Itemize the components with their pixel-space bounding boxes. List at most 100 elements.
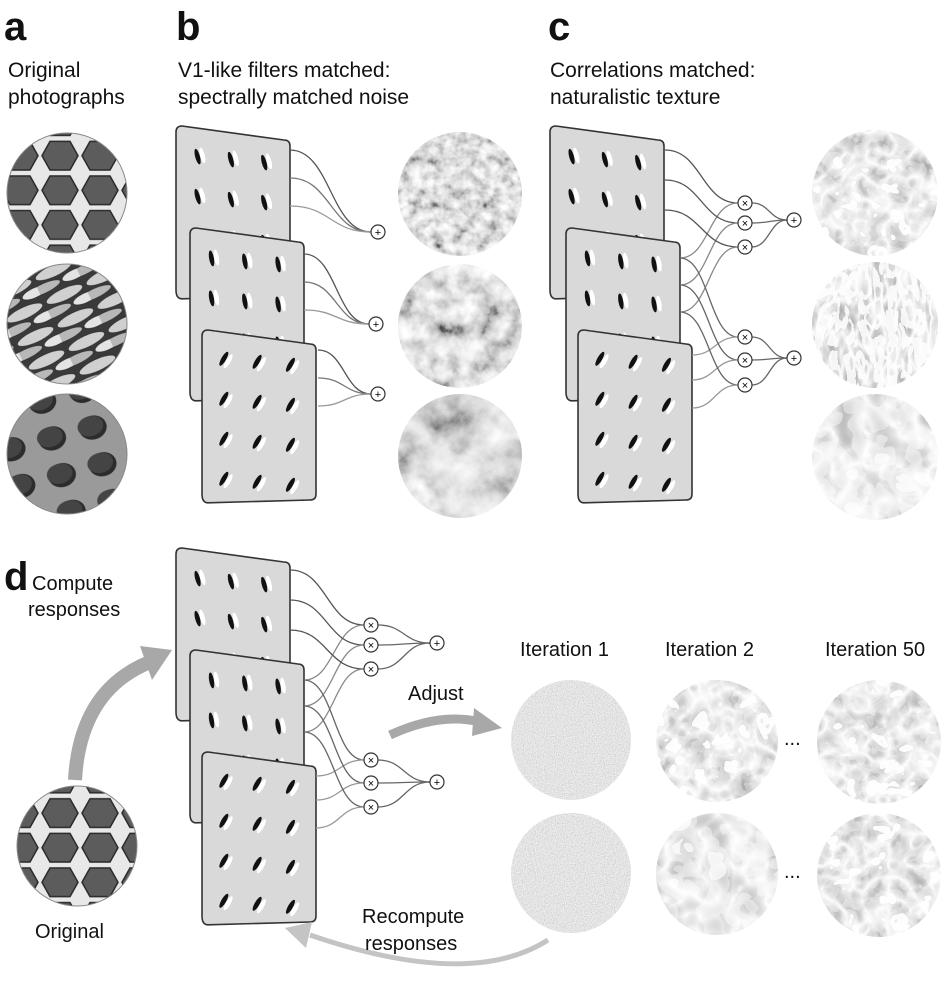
gabor-light-lobe (290, 360, 300, 375)
noise-coarse-image (398, 394, 522, 518)
gabor-filter (595, 351, 609, 369)
gabor-light-lobe (256, 819, 266, 834)
iteration-2-top-image (656, 680, 778, 802)
photo-holes (6, 393, 128, 515)
product-symbol: × (368, 640, 374, 652)
photo-seeds (6, 263, 128, 385)
gabor-filter (227, 190, 239, 208)
sum-symbol: + (791, 353, 797, 365)
adjust-arrowhead-icon (472, 708, 502, 736)
gabor-filter (661, 437, 676, 455)
gabor-filter (285, 357, 300, 375)
panel-b-noise-images (398, 132, 522, 518)
recompute-label-line2: responses (365, 933, 457, 955)
gabor-dark-lobe (219, 813, 229, 828)
gabor-filter (275, 255, 286, 273)
gabor-filter (275, 295, 286, 313)
gabor-dark-lobe (219, 391, 229, 406)
gabor-light-lobe (247, 714, 253, 731)
gabor-dark-lobe (219, 431, 229, 446)
gabor-light-lobe (232, 612, 239, 629)
connection-wire (679, 222, 739, 286)
gabor-light-lobe (280, 255, 286, 272)
gabor-filter (595, 391, 609, 409)
product-symbol: × (742, 355, 748, 367)
product-symbol: × (368, 778, 374, 790)
gabor-dark-lobe (227, 191, 234, 208)
gabor-filter (285, 437, 300, 455)
product-circle (363, 617, 379, 633)
product-node-d-bottom-1: × (363, 752, 379, 768)
gabor-dark-lobe (628, 434, 638, 449)
gabor-filter (219, 351, 233, 369)
gabor-light-lobe (256, 397, 266, 412)
connection-wire (664, 209, 739, 248)
gabor-filter (194, 187, 206, 205)
gabor-light-lobe (223, 856, 233, 871)
gabor-light-lobe (573, 147, 580, 164)
gabor-dark-lobe (285, 477, 295, 492)
texture-honeycomb-image (812, 130, 938, 256)
product-circle (363, 775, 379, 791)
gabor-light-lobe (632, 357, 642, 372)
gabor-dark-lobe (628, 394, 638, 409)
connection-wire (679, 257, 739, 338)
gabor-light-lobe (232, 190, 239, 207)
sum-circle (429, 635, 445, 651)
product-node-d-top-2: × (363, 637, 379, 653)
gabor-filter (252, 776, 266, 794)
connection-wire (289, 629, 365, 670)
product-node-d-bottom-3: × (363, 799, 379, 815)
gabor-light-lobe (232, 150, 239, 167)
product-node-c-bottom-3: × (737, 377, 753, 393)
gabor-light-lobe (666, 400, 676, 415)
sum-symbol: + (373, 319, 379, 331)
gabor-light-lobe (280, 677, 286, 694)
panel-b-wires: +++ (289, 149, 386, 407)
gabor-dark-lobe (618, 293, 624, 310)
iteration-2-bottom-image (656, 813, 778, 935)
gabor-filter (285, 859, 300, 877)
compute-label-line1: Compute (32, 573, 113, 595)
gabor-light-lobe (213, 289, 220, 306)
filter-card-b-3 (201, 329, 317, 504)
gabor-dark-lobe (595, 471, 605, 486)
gabor-dark-lobe (275, 256, 281, 273)
gabor-light-lobe (599, 474, 609, 489)
gabor-light-lobe (199, 187, 206, 204)
compute-arrow (68, 655, 153, 781)
gabor-dark-lobe (285, 357, 295, 372)
gabor-filter (584, 289, 596, 307)
gabor-dark-lobe (261, 616, 268, 633)
gabor-light-lobe (666, 360, 676, 375)
panel-letter-b: b (176, 5, 200, 49)
gabor-dark-lobe (261, 154, 268, 171)
gabor-dark-lobe (285, 779, 295, 794)
gabor-dark-lobe (285, 437, 295, 452)
gabor-filter (584, 249, 596, 267)
connection-wire (303, 731, 365, 808)
gabor-dark-lobe (661, 477, 671, 492)
connection-wire (303, 705, 365, 784)
gabor-light-lobe (256, 899, 266, 914)
gabor-filter (219, 773, 233, 791)
filter-card-body (577, 329, 693, 504)
gabor-light-lobe (606, 190, 613, 207)
gabor-light-lobe (247, 252, 253, 269)
original-photo (16, 785, 138, 907)
gabor-light-lobe (256, 779, 266, 794)
gabor-dark-lobe (208, 712, 215, 729)
connection-wire (303, 624, 365, 681)
gabor-light-lobe (256, 477, 266, 492)
gabor-light-lobe (589, 249, 596, 266)
gabor-dark-lobe (584, 290, 591, 307)
caption-b-line2: spectrally matched noise (178, 86, 409, 109)
gabor-light-lobe (265, 193, 273, 210)
gabor-light-lobe (213, 671, 220, 688)
gabor-light-lobe (223, 434, 233, 449)
panel-c-filter-stack (549, 125, 693, 504)
sum-node-d-2: + (429, 774, 445, 790)
gabor-filter (227, 572, 239, 590)
gabor-light-lobe (290, 862, 300, 877)
